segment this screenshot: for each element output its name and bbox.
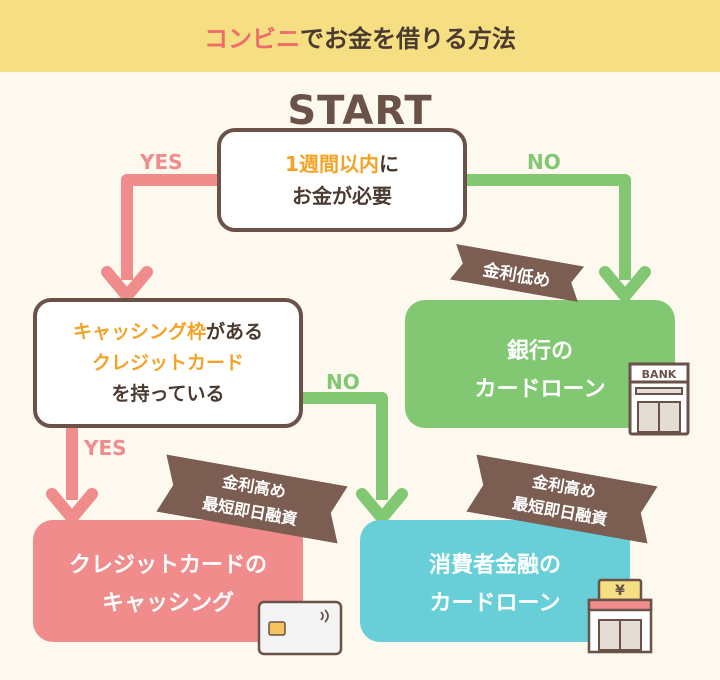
- q1-yes-label: YES: [140, 150, 183, 174]
- credit-line1: クレジットカードの: [68, 553, 267, 578]
- result-credit-card-cashing: クレジットカードの キャッシング: [33, 520, 303, 642]
- bank-line2: カードローン: [474, 377, 606, 402]
- question-1-box: 1週間以内に お金が必要: [217, 128, 467, 232]
- q2-highlight: キャッシング枠: [72, 320, 206, 343]
- consumer-finance-shop-icon: ¥: [587, 578, 653, 654]
- q1-highlight: 1週間以内: [285, 152, 379, 176]
- q2-line3: を持っている: [111, 382, 225, 405]
- bank-building-icon: BANK: [628, 362, 690, 436]
- q1-line2: お金が必要: [292, 184, 392, 208]
- credit-line2: キャッシング: [101, 591, 234, 616]
- q2-yes-arrow: [46, 428, 98, 524]
- q1-line1: に: [378, 152, 399, 176]
- header-bar: コンビニでお金を借りる方法: [0, 0, 720, 72]
- credit-ribbon: 金利高め 最短即日融資: [156, 454, 348, 544]
- header-title-highlight: コンビニ: [204, 24, 300, 53]
- header-title: でお金を借りる方法: [300, 24, 516, 53]
- ribbon-shape: [156, 454, 348, 544]
- ribbon-shape: [449, 243, 585, 303]
- bank-sign-text: BANK: [642, 368, 677, 381]
- start-label: START: [287, 88, 433, 134]
- q2-line1: がある: [206, 320, 264, 343]
- yen-sign-text: ¥: [615, 583, 625, 599]
- consumer-line2: カードローン: [429, 591, 561, 616]
- q2-no-arrow: [303, 392, 408, 524]
- consumer-ribbon: 金利高め 最短即日融資: [466, 454, 658, 544]
- bank-line1: 銀行の: [506, 339, 573, 364]
- q2-no-label: NO: [326, 370, 360, 394]
- question-2-box: キャッシング枠がある クレジットカード を持っている: [33, 298, 303, 428]
- q1-no-arrow: [467, 174, 651, 302]
- q2-line2: クレジットカード: [91, 351, 244, 374]
- q1-yes-arrow: [101, 174, 217, 302]
- result-consumer-finance-loan: 消費者金融の カードローン: [360, 520, 630, 642]
- ribbon-shape: [466, 454, 658, 544]
- bank-ribbon: 金利低め: [449, 243, 585, 303]
- credit-card-icon: [257, 600, 343, 656]
- consumer-line1: 消費者金融の: [428, 553, 561, 578]
- q1-no-label: NO: [527, 150, 561, 174]
- q2-yes-label: YES: [84, 436, 127, 460]
